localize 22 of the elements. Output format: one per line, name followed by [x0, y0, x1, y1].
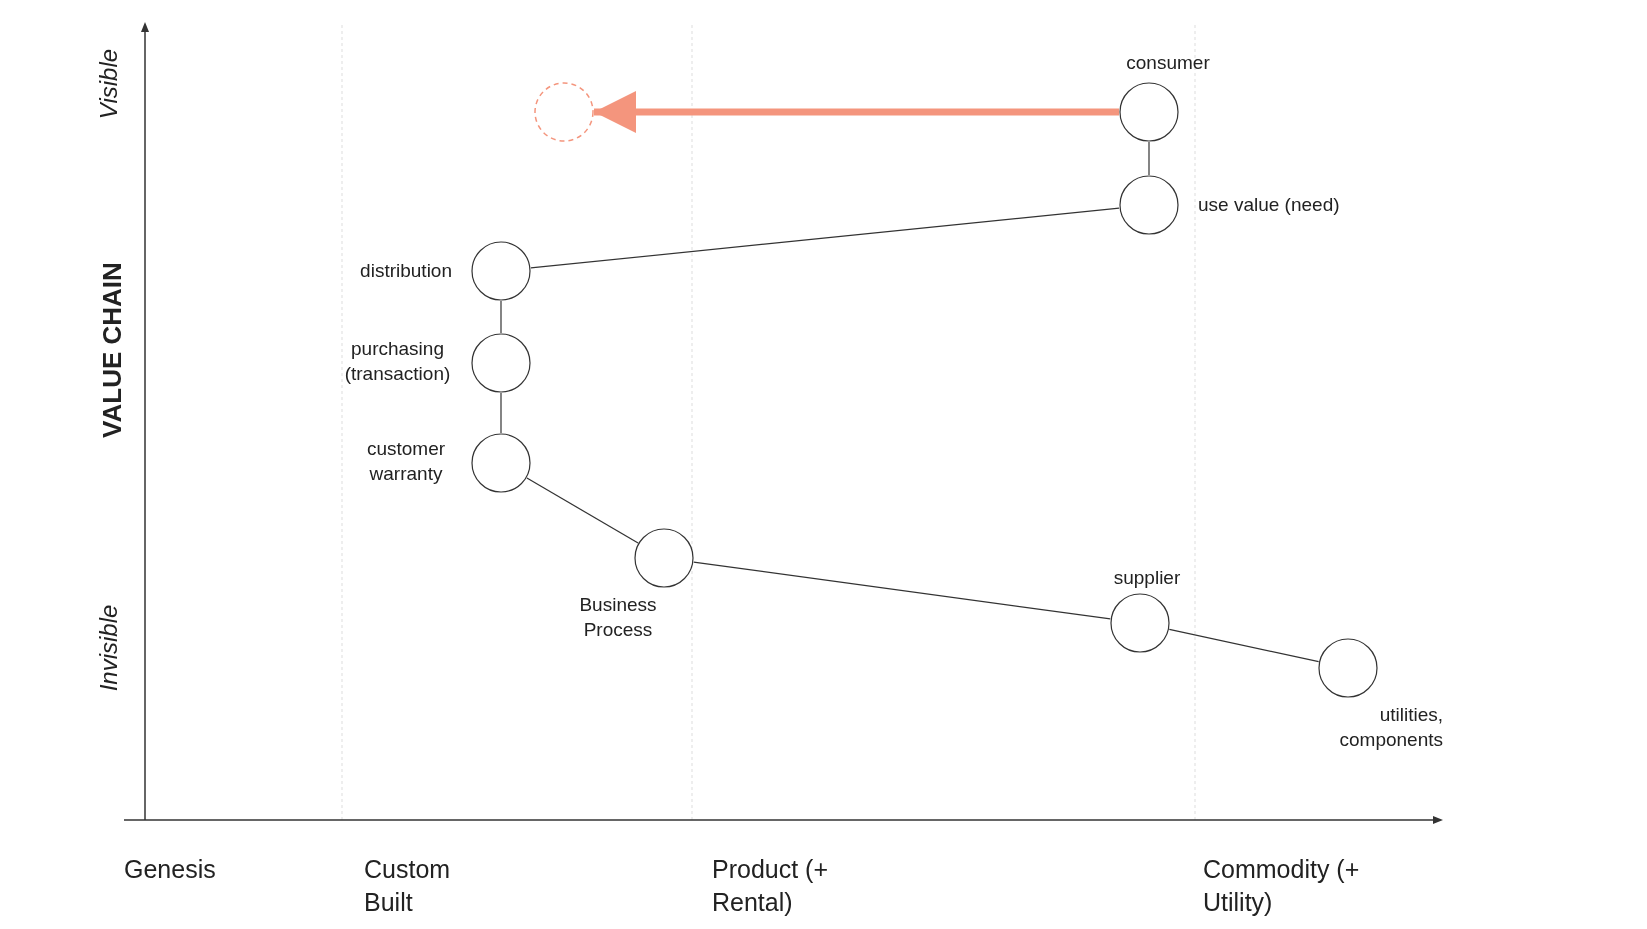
connector-line [530, 207, 1120, 269]
axis-label: Visible [95, 48, 123, 120]
axis-title: VALUE CHAIN [96, 262, 128, 438]
axis-label: Invisible [95, 604, 123, 692]
connector-line [500, 300, 502, 334]
node-label: consumer [1125, 51, 1211, 75]
node-label: distribution [359, 259, 452, 283]
node-label: utilities, components [1338, 703, 1443, 752]
connector-line [1148, 141, 1150, 176]
axis-label: Commodity (+ Utility) [1203, 854, 1361, 918]
node-label: use value (need) [1198, 193, 1341, 217]
connector-line [693, 561, 1111, 620]
connector-line [526, 477, 639, 544]
connector-line [500, 392, 502, 434]
node-label: Business Process [578, 593, 658, 642]
axis-label: Genesis [124, 854, 217, 885]
node-label: customer warranty [365, 437, 447, 486]
node-label: supplier [1112, 566, 1182, 590]
axis-label: Custom Built [364, 854, 452, 918]
axis-label: Product (+ Rental) [712, 854, 830, 918]
connector-line [1168, 628, 1320, 663]
node-label: purchasing (transaction) [343, 337, 452, 386]
